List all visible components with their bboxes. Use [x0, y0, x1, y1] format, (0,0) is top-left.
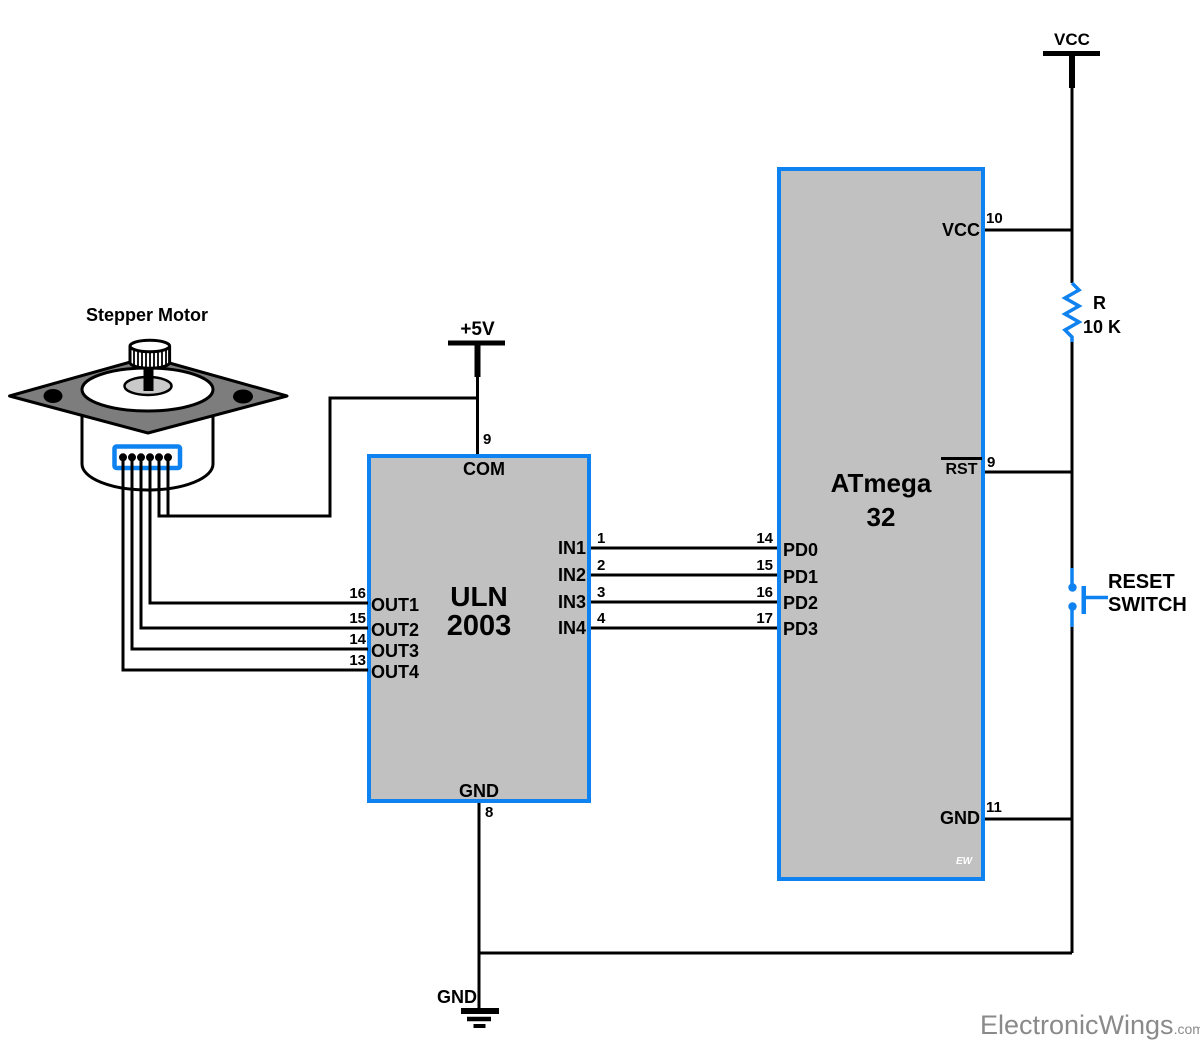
reset-switch-label-line1: RESET [1108, 571, 1175, 593]
brand-watermark-suffix: .com [1173, 1021, 1200, 1037]
uln-in3-pin-number: 3 [597, 584, 606, 601]
uln-name-line1: ULN [450, 581, 508, 612]
uln-in4-label: IN4 [557, 618, 586, 638]
mcu-gnd-pin-label: GND [940, 808, 980, 828]
resistor-symbol [1061, 281, 1083, 342]
wire-motor-out2 [139, 457, 368, 630]
wire-motor-out1 [148, 457, 368, 605]
uln-out3-pin-number: 14 [349, 631, 366, 648]
mcu-pd1-label: PD1 [783, 567, 819, 587]
knob-top-face [128, 338, 172, 354]
shaft-knob [128, 346, 172, 370]
mcu-pd0-label: PD0 [783, 540, 819, 560]
connector-pin-dot [164, 453, 172, 462]
uln-in3-label: IN3 [557, 592, 586, 612]
uln-out4-pin-number: 13 [349, 652, 366, 669]
motor-boss [123, 375, 173, 397]
uln-gnd-pin-label: GND [459, 781, 499, 801]
connector-pin-dot [119, 453, 127, 462]
motor-connector [112, 444, 183, 471]
gnd-rail-label: GND [437, 987, 477, 1007]
switch-plunger [1081, 586, 1086, 614]
vcc-rail-label: VCC [1054, 30, 1090, 49]
uln-in1-pin-number: 1 [597, 530, 606, 547]
reset-switch-symbol [1068, 568, 1108, 627]
uln-out2-pin-number: 15 [349, 610, 366, 627]
brand-watermark-main: ElectronicWings [980, 1010, 1174, 1040]
plus5v-label: +5V [460, 319, 495, 340]
motor-shaft [143, 363, 154, 391]
connector-pin-dot [137, 453, 145, 462]
ground-symbol [461, 1008, 499, 1028]
switch-contact-bottom [1068, 602, 1077, 611]
uln-in2-pin-number: 2 [597, 557, 606, 574]
uln-out1-label: OUT1 [371, 595, 420, 615]
switch-contact-top [1068, 583, 1077, 592]
reset-switch-label-line2: SWITCH [1108, 594, 1187, 616]
mounting-hole-right [233, 389, 253, 404]
mcu-pd3-label: PD3 [783, 619, 819, 639]
mcu-pd0-pin-number: 14 [756, 530, 773, 547]
mcu-pd1-pin-number: 15 [756, 557, 773, 574]
brand-watermark: ElectronicWings.com [980, 1010, 1200, 1041]
motor-body [80, 400, 215, 492]
mcu-name-line2: 32 [866, 502, 896, 532]
connector-pins [119, 453, 172, 462]
stepper-motor-title: Stepper Motor [86, 305, 209, 325]
uln-name-line2: 2003 [446, 610, 512, 642]
mounting-hole-left [43, 389, 63, 403]
mcu-pd2-label: PD2 [783, 593, 819, 613]
resistor-name-label: R [1093, 293, 1106, 313]
uln-in1-label: IN1 [557, 538, 586, 558]
motor-mounting-plate [8, 355, 289, 435]
mcu-gnd-pin-number: 11 [986, 799, 1002, 816]
atmega32-chip [777, 167, 985, 881]
mcu-rst-pin-number: 9 [987, 454, 996, 471]
motor-top-face [80, 366, 215, 413]
uln-out4-label: OUT4 [371, 662, 420, 682]
mcu-name-line1: ATmega [830, 468, 932, 498]
uln-com-pin-label: COM [463, 459, 505, 479]
mcu-pd2-pin-number: 16 [756, 584, 773, 601]
uln-com-pin-number: 9 [483, 431, 492, 448]
knob-knurling [133, 349, 167, 369]
mcu-rst-pin-label: RST [941, 457, 982, 478]
stepper-motor-symbol [8, 338, 289, 492]
ew-badge: EW [956, 856, 973, 867]
connector-pin-dot [146, 453, 154, 462]
uln-gnd-pin-number: 8 [485, 804, 494, 821]
connector-pin-dot [155, 453, 163, 462]
mcu-vcc-pin-label: VCC [941, 220, 980, 240]
uln-in2-label: IN2 [557, 565, 586, 585]
connector-pin-dot [128, 453, 136, 462]
uln-out2-label: OUT2 [371, 620, 420, 640]
uln-out3-label: OUT3 [371, 641, 420, 661]
uln-in4-pin-number: 4 [597, 610, 606, 627]
uln-out1-pin-number: 16 [349, 585, 366, 602]
resistor-value-label: 10 K [1083, 317, 1122, 337]
mcu-pd3-pin-number: 17 [756, 610, 773, 627]
mcu-vcc-pin-number: 10 [986, 210, 1003, 227]
